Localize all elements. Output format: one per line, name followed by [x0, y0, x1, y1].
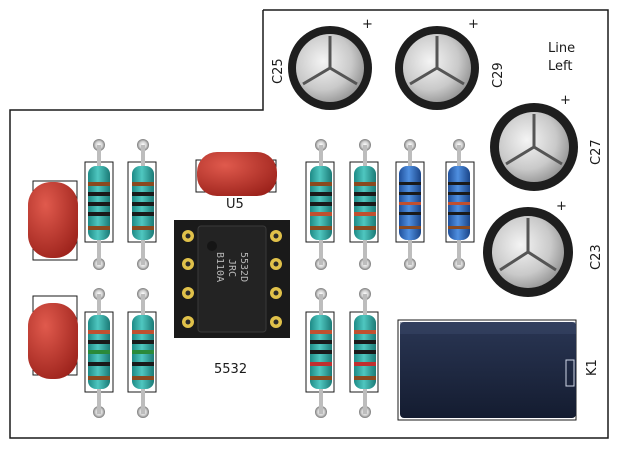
board-outline [9, 9, 609, 439]
opamp-ic-socket: 5532D JRC B110A [174, 220, 290, 338]
resistor-r5 [305, 139, 335, 270]
electrolytic-capacitor-c27: + [490, 93, 578, 191]
resistor-r1 [84, 139, 114, 270]
svg-text:+: + [468, 17, 479, 32]
chip-marking-part: 5532D [238, 252, 249, 282]
svg-text:+: + [556, 199, 567, 214]
film-capacitor-u5-top [195, 152, 277, 196]
k1-label: K1 [585, 359, 600, 376]
c29-label: C29 [491, 62, 506, 88]
resistor-r10 [349, 288, 379, 418]
chip-marking-brand: JRC [226, 259, 237, 277]
svg-text:+: + [362, 17, 373, 32]
film-capacitor-left-top [28, 180, 78, 261]
relay-k1 [397, 319, 577, 421]
resistor-r4 [127, 288, 157, 418]
resistor-r6 [349, 139, 379, 270]
electrolytic-capacitor-c29: + [395, 17, 479, 110]
board-label-line: Line [548, 41, 575, 56]
resistor-r3 [84, 288, 114, 418]
resistor-r9 [305, 288, 335, 418]
electrolytic-capacitor-c23: + [483, 199, 573, 297]
board-label-left: Left [548, 59, 572, 74]
resistor-r2 [127, 139, 157, 270]
opamp-silk-label: 5532 [214, 362, 247, 377]
resistor-r7-blue [395, 139, 425, 270]
film-capacitor-left-bottom [28, 295, 78, 379]
c23-label: C23 [589, 244, 604, 270]
u5-label: U5 [226, 197, 244, 212]
chip-marking-lot: B110A [214, 252, 225, 282]
c25-label: C25 [271, 58, 286, 84]
c27-label: C27 [589, 139, 604, 165]
svg-text:+: + [560, 93, 571, 108]
electrolytic-capacitor-c25: + [288, 17, 373, 110]
resistor-r8-blue [445, 139, 475, 270]
